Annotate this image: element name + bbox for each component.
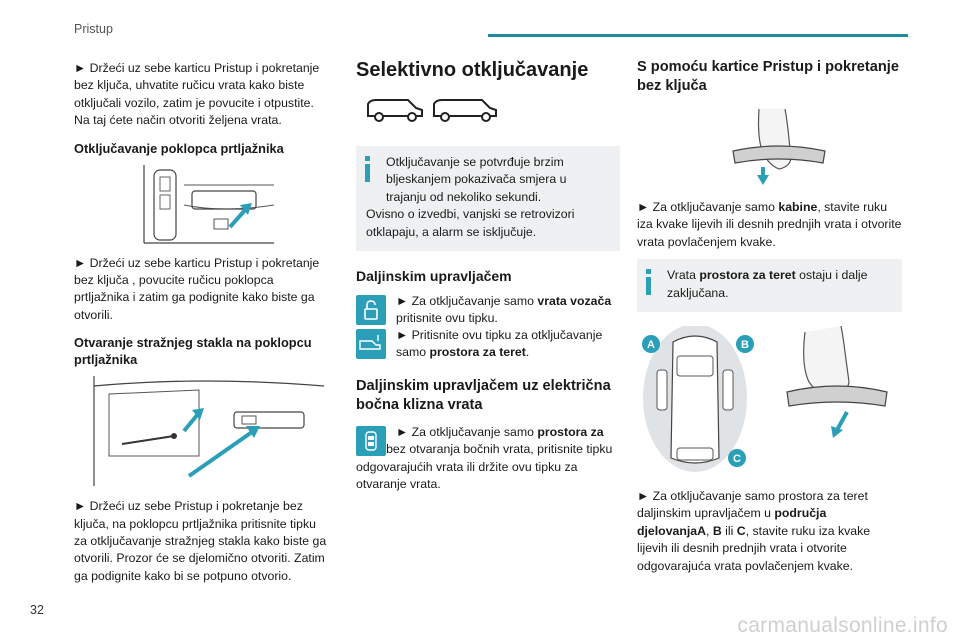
title-keyless-card: S pomoću kartice Pristup i pokretanje be…: [637, 59, 899, 94]
section-header: Pristup: [74, 22, 113, 36]
column-3: S pomoću kartice Pristup i pokretanje be…: [637, 58, 902, 583]
heading-rear-glass: Otvaranje stražnjeg stakla na poklopcu p…: [74, 335, 312, 368]
info-icon: [365, 156, 370, 182]
paragraph-cabin-unlock: ► Za otključavanje samo kabine, stavite …: [637, 200, 902, 249]
column-1: ► Držeći uz sebe karticu Pristup i pokre…: [74, 60, 334, 593]
zone-a-label: A: [647, 339, 655, 351]
boot-handle-illustration: [74, 164, 275, 245]
zone-c-label: C: [733, 453, 741, 465]
cargo-van-icon: [356, 329, 386, 360]
note-text-2: Ovisno o izvedbi, vanjski se retrovizori…: [366, 207, 575, 239]
page-number: 32: [30, 603, 44, 617]
remote-driver-door-item: ► Za otključavanje samo vrata vozača pri…: [356, 293, 620, 333]
note-text-1: Otključavanje se potvrđuje brzim bljeska…: [386, 155, 567, 204]
heading-remote-sliding: Daljinskim upravljačem uz električna boč…: [356, 378, 611, 413]
info-note-cargo-locked: Vrata prostora za teret ostaju i dalje z…: [637, 259, 902, 313]
van-variants-icons: [364, 94, 504, 124]
heading-remote: Daljinskim upravljačem: [356, 268, 512, 285]
paragraph-cargo-zone-unlock: ► Za otključavanje samo prostora za tere…: [637, 489, 871, 573]
paragraph-open-door: ► Držeći uz sebe karticu Pristup i pokre…: [74, 61, 320, 128]
header-accent-bar: [488, 34, 908, 37]
remote-sliding-item: ► Za otključavanje samo prostora za tere…: [356, 425, 613, 492]
rear-glass-illustration: [74, 376, 334, 489]
zone-b-label: B: [741, 339, 749, 351]
padlock-open-icon: [356, 295, 386, 326]
remote-cargo-item: ► Pritisnite ovu tipku za otključavanje …: [356, 327, 620, 367]
heading-boot-unlock: Otključavanje poklopca prtljažnika: [74, 140, 284, 156]
paragraph-boot-unlock: ► Držeći uz sebe karticu Pristup i pokre…: [74, 255, 320, 322]
hand-handle-illustration-1: [729, 108, 829, 189]
title-selective-unlock: Selektivno otključavanje: [356, 59, 589, 81]
column-2: Selektivno otključavanje Otključavanje s…: [356, 58, 620, 494]
watermark: carmanualsonline.info: [737, 614, 948, 637]
info-note-unlock: Otključavanje se potvrđuje brzim bljeska…: [356, 146, 620, 252]
detection-zones-illustration: A B C: [637, 324, 899, 477]
paragraph-rear-glass: ► Držeći uz sebe Pristup i pokretanje be…: [74, 499, 327, 583]
info-icon: [646, 269, 651, 296]
sliding-door-key-icon: [356, 426, 386, 457]
